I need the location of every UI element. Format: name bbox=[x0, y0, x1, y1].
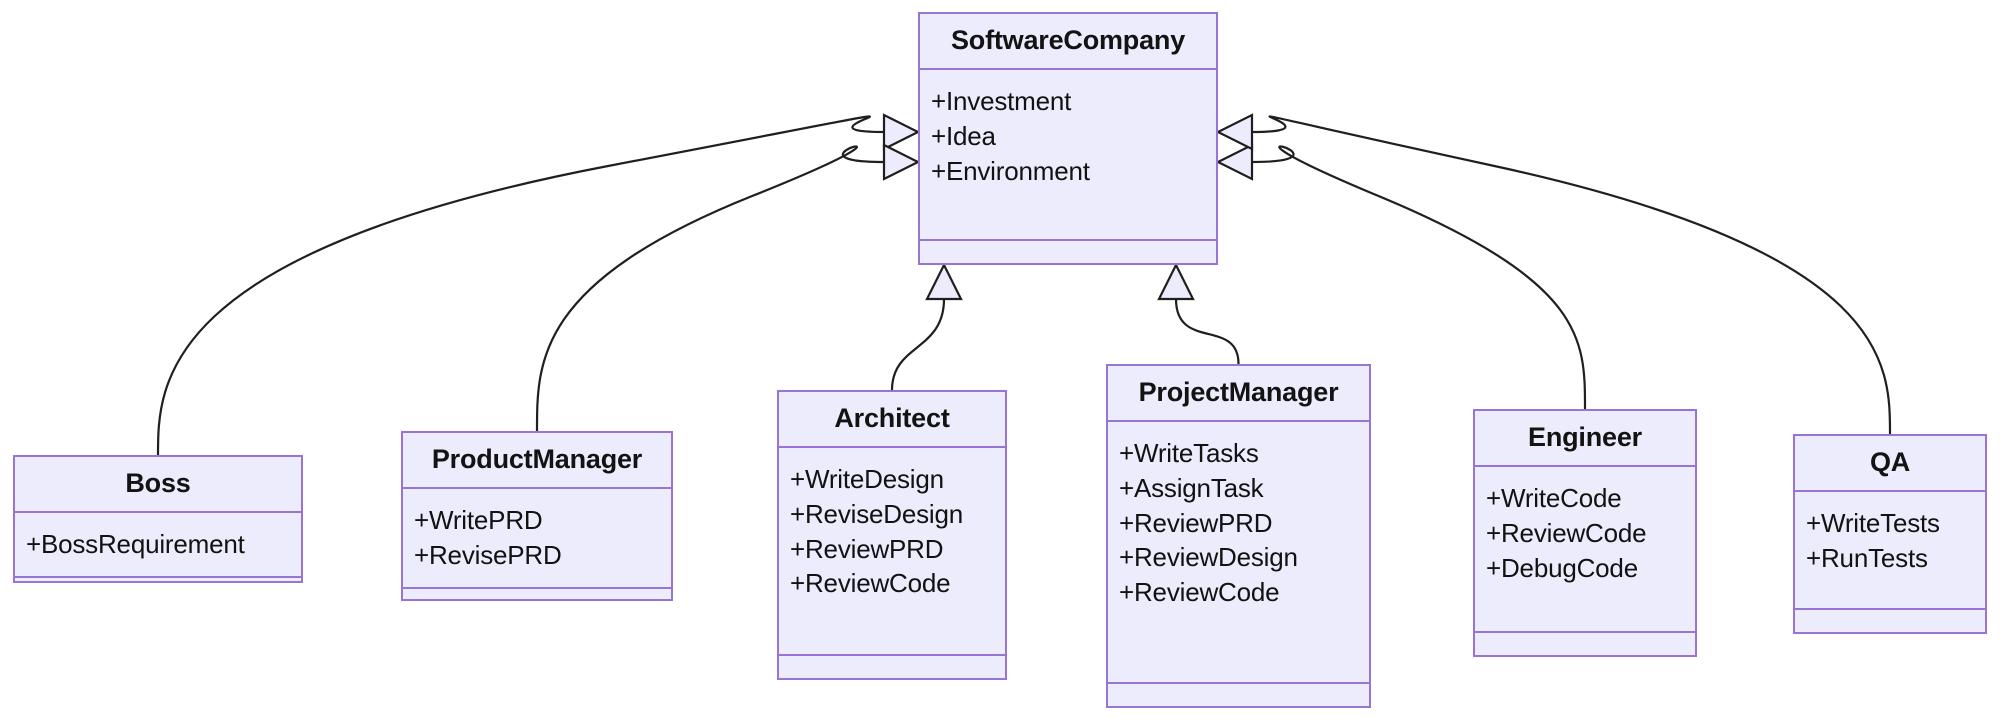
class-methods-boss bbox=[15, 578, 301, 581]
class-methods-product-manager bbox=[403, 589, 671, 599]
class-title-boss: Boss bbox=[15, 457, 301, 513]
class-attribute: +RevisePRD bbox=[414, 539, 562, 570]
class-attribute: +ReviewCode bbox=[1486, 517, 1647, 548]
uml-class-engineer[interactable]: Engineer +WriteCode +ReviewCode +DebugCode bbox=[1473, 409, 1697, 657]
edge-project-manager bbox=[1157, 262, 1240, 365]
class-methods-architect bbox=[779, 656, 1005, 678]
class-attribute: +BossRequirement bbox=[26, 529, 245, 559]
edge-architect bbox=[890, 262, 963, 391]
class-attributes-project-manager: +WriteTasks +AssignTask +ReviewPRD +ReviewD… bbox=[1108, 422, 1369, 684]
class-title-engineer: Engineer bbox=[1475, 411, 1695, 467]
class-title-software-company: SoftwareCompany bbox=[920, 14, 1216, 70]
edge-product-manager bbox=[535, 143, 921, 432]
class-attributes-qa: +WriteTests +RunTests bbox=[1795, 492, 1985, 610]
class-attribute: +ReviewCode bbox=[790, 568, 951, 599]
class-methods-qa bbox=[1795, 610, 1985, 632]
class-attributes-product-manager: +WritePRD +RevisePRD bbox=[403, 489, 671, 589]
uml-class-software-company[interactable]: SoftwareCompany +Investment +Idea +Environm… bbox=[918, 12, 1218, 265]
class-attribute: +ReviewPRD bbox=[790, 533, 944, 564]
class-attribute: +ReviewCode bbox=[1119, 577, 1280, 608]
class-attributes-software-company: +Investment +Idea +Environment bbox=[920, 70, 1216, 241]
uml-class-project-manager[interactable]: ProjectManager +WriteTasks +AssignTask +Rev… bbox=[1106, 364, 1371, 708]
class-attribute: +WriteCode bbox=[1486, 483, 1622, 513]
class-attribute: +Investment bbox=[931, 86, 1072, 116]
class-attribute: +Environment bbox=[931, 155, 1090, 186]
class-attribute: +ReviewPRD bbox=[1119, 507, 1273, 538]
class-attribute: +WritePRD bbox=[414, 505, 543, 535]
class-attribute: +ReviewDesign bbox=[1119, 542, 1298, 573]
class-attribute: +Idea bbox=[931, 120, 996, 151]
uml-class-architect[interactable]: Architect +WriteDesign +ReviseDesign +Revie… bbox=[777, 390, 1007, 680]
uml-class-qa[interactable]: QA +WriteTests +RunTests bbox=[1793, 434, 1987, 634]
uml-class-product-manager[interactable]: ProductManager +WritePRD +RevisePRD bbox=[401, 431, 673, 601]
class-attribute: +ReviseDesign bbox=[790, 498, 963, 529]
class-methods-engineer bbox=[1475, 633, 1695, 655]
class-attribute: +RunTests bbox=[1806, 542, 1928, 573]
uml-class-boss[interactable]: Boss +BossRequirement bbox=[13, 455, 303, 583]
class-methods-project-manager bbox=[1108, 684, 1369, 706]
class-attributes-engineer: +WriteCode +ReviewCode +DebugCode bbox=[1475, 467, 1695, 633]
class-methods-software-company bbox=[920, 241, 1216, 263]
class-attribute: +WriteTasks bbox=[1119, 438, 1259, 468]
class-attributes-boss: +BossRequirement bbox=[15, 513, 301, 578]
class-title-architect: Architect bbox=[779, 392, 1005, 448]
class-title-qa: QA bbox=[1795, 436, 1985, 492]
class-attributes-architect: +WriteDesign +ReviseDesign +ReviewPRD +Revi… bbox=[779, 448, 1005, 656]
class-title-product-manager: ProductManager bbox=[403, 433, 671, 489]
class-attribute: +WriteDesign bbox=[790, 464, 944, 494]
class-attribute: +AssignTask bbox=[1119, 472, 1264, 503]
class-attribute: +WriteTests bbox=[1806, 508, 1940, 538]
class-attribute: +DebugCode bbox=[1486, 552, 1638, 583]
class-title-project-manager: ProjectManager bbox=[1108, 366, 1369, 422]
